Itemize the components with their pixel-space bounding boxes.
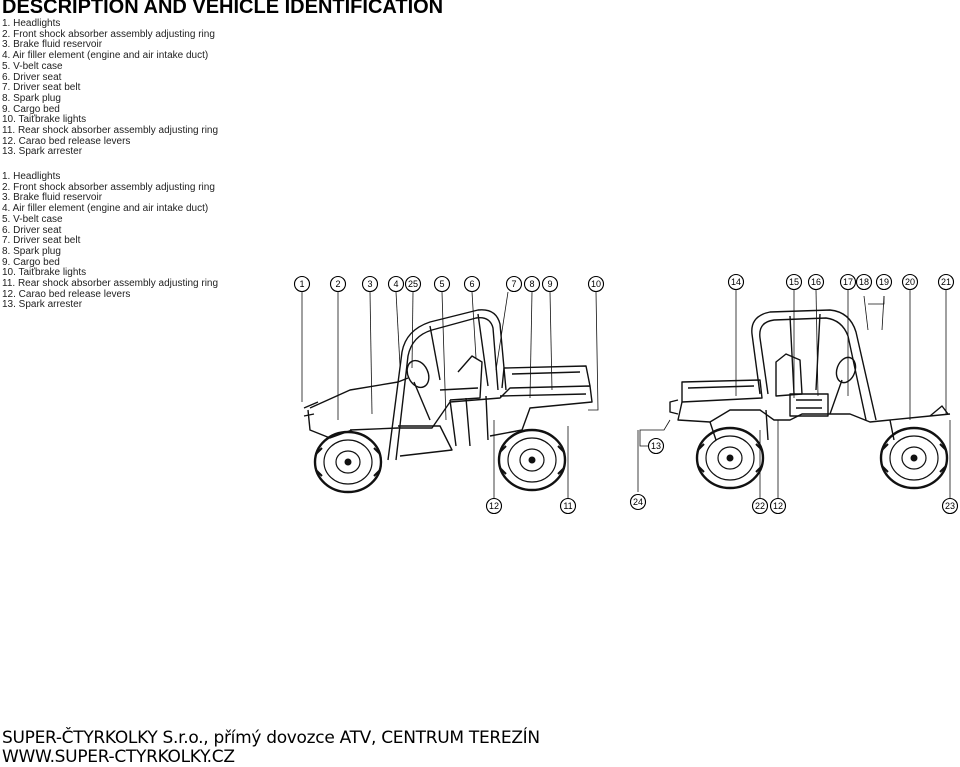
- callout-bottom-22: 22: [751, 497, 769, 515]
- svg-text:2: 2: [335, 279, 340, 289]
- callout-bottom-11: 11: [559, 497, 577, 515]
- svg-text:22: 22: [755, 501, 765, 511]
- list-item: 11. Rear shock absorber assembly adjusti…: [2, 278, 219, 290]
- callout-bottom-24: 24: [629, 493, 647, 511]
- svg-text:10: 10: [591, 279, 601, 289]
- left-vehicle-drawing: [303, 309, 593, 461]
- callout-bottom-12-right: 12: [769, 497, 787, 515]
- list-item: 7. Driver seat belt: [2, 235, 81, 247]
- svg-text:11: 11: [563, 501, 572, 511]
- callout-10: 10: [587, 275, 605, 293]
- callout-7: 7: [505, 275, 523, 293]
- list-item: 8. Spark plug: [2, 245, 61, 257]
- svg-text:1: 1: [299, 279, 304, 289]
- parts-list-primary: 1. Headlights 2. Front shock absorber as…: [2, 18, 219, 158]
- list-item: 4. Air filler element (engine and air in…: [2, 50, 209, 62]
- list-item: 7. Driver seat belt: [2, 82, 81, 94]
- list-item: 12. Carao bed release levers: [2, 288, 131, 300]
- list-item: 3. Brake fluid reservoir: [2, 39, 103, 51]
- callout-14: 14: [727, 273, 745, 291]
- list-item: 9. Cargo bed: [2, 256, 60, 268]
- list-item: 5. V-belt case: [2, 60, 63, 72]
- left-leader-lines: [301, 291, 599, 498]
- svg-text:4: 4: [393, 279, 398, 289]
- callout-16: 16: [807, 273, 825, 291]
- right-leader-lines: [637, 289, 951, 498]
- svg-text:14: 14: [731, 277, 741, 287]
- callout-18: 18: [855, 273, 873, 291]
- list-item: 10. Taiťbrake lights: [2, 114, 87, 126]
- svg-text:8: 8: [529, 279, 534, 289]
- callout-1: 1: [293, 275, 311, 293]
- list-item: 6. Driver seat: [2, 71, 62, 83]
- svg-text:19: 19: [879, 277, 889, 287]
- list-item: 9. Cargo bed: [2, 103, 60, 115]
- footer-company-line: SUPER-ČTYRKOLKY S.r.o., přímý dovozce AT…: [2, 728, 540, 748]
- svg-text:15: 15: [789, 277, 799, 287]
- list-item: 12. Carao bed release levers: [2, 135, 131, 147]
- callout-20: 20: [901, 273, 919, 291]
- callout-bottom-12: 12: [485, 497, 503, 515]
- footer-website-line: WWW.SUPER-CTYRKOLKY.CZ: [2, 747, 235, 767]
- svg-text:6: 6: [469, 279, 474, 289]
- list-item: 5. V-belt case: [2, 213, 63, 225]
- right-rear-wheel: [695, 426, 765, 490]
- left-front-wheel: [313, 430, 383, 494]
- svg-text:7: 7: [511, 279, 516, 289]
- svg-text:3: 3: [367, 279, 372, 289]
- right-front-wheel: [879, 426, 949, 490]
- callout-21: 21: [937, 273, 955, 291]
- parts-list-secondary: 1. Headlights 2. Front shock absorber as…: [2, 171, 219, 311]
- callout-bottom-23: 23: [941, 497, 959, 515]
- callout-side-13: 13: [647, 437, 665, 455]
- list-item: 10. Taiťbrake lights: [2, 267, 87, 279]
- list-item: 8. Spark plug: [2, 92, 61, 104]
- list-item: 6. Driver seat: [2, 224, 62, 236]
- callout-9: 9: [541, 275, 559, 293]
- list-item: 11. Rear shock absorber assembly adjusti…: [2, 125, 219, 137]
- svg-text:23: 23: [945, 501, 955, 511]
- list-item: 3. Brake fluid reservoir: [2, 192, 103, 204]
- svg-text:24: 24: [633, 497, 643, 507]
- callout-15: 15: [785, 273, 803, 291]
- list-item: 4. Air filler element (engine and air in…: [2, 203, 209, 215]
- callout-25: 25: [404, 275, 422, 293]
- page-title: DESCRIPTION AND VEHICLE IDENTIFICATION: [2, 0, 444, 18]
- list-item: 1. Headlights: [2, 18, 61, 29]
- svg-text:17: 17: [843, 277, 853, 287]
- svg-text:12: 12: [773, 501, 783, 511]
- callout-6: 6: [463, 275, 481, 293]
- list-item: 2. Front shock absorber assembly adjusti…: [2, 181, 215, 193]
- list-item: 13. Spark arrester: [2, 146, 83, 158]
- callout-17: 17: [839, 273, 857, 291]
- svg-text:18: 18: [859, 277, 869, 287]
- list-item: 13. Spark arrester: [2, 299, 83, 311]
- svg-text:16: 16: [811, 277, 821, 287]
- svg-text:13: 13: [651, 441, 661, 451]
- svg-text:12: 12: [489, 501, 499, 511]
- callout-2: 2: [329, 275, 347, 293]
- callout-19: 19: [875, 273, 893, 291]
- svg-text:21: 21: [941, 277, 951, 287]
- callout-8: 8: [523, 275, 541, 293]
- callout-4: 4: [387, 275, 405, 293]
- svg-text:25: 25: [408, 279, 418, 289]
- list-item: 2. Front shock absorber assembly adjusti…: [2, 28, 215, 40]
- left-rear-wheel: [497, 428, 567, 492]
- vehicle-diagram: 1 2 3 4 25 5 6 7 8 9 10 12 11: [290, 270, 960, 520]
- svg-text:20: 20: [905, 277, 915, 287]
- svg-text:5: 5: [439, 279, 444, 289]
- right-vehicle-drawing: [669, 309, 951, 441]
- svg-text:9: 9: [547, 279, 552, 289]
- vehicle-diagram-svg: 1 2 3 4 25 5 6 7 8 9 10 12 11: [293, 273, 959, 515]
- callout-5: 5: [433, 275, 451, 293]
- list-item: 1. Headlights: [2, 171, 61, 182]
- callout-3: 3: [361, 275, 379, 293]
